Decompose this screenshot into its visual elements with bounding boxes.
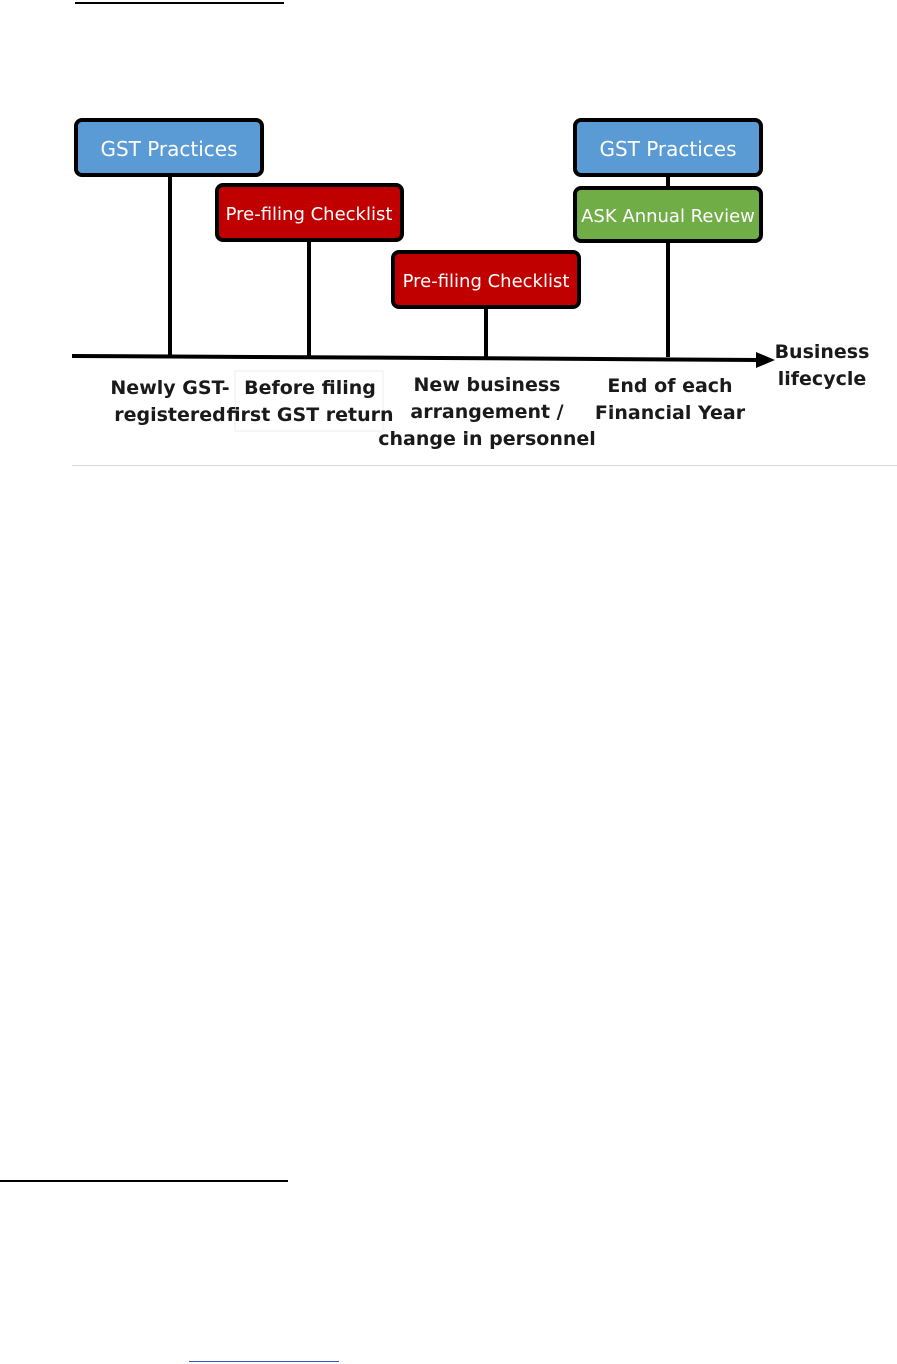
header-rule: [75, 2, 284, 4]
axis-label-line-2: lifecycle: [778, 368, 867, 390]
ask-annual-review-box-label: ASK Annual Review: [581, 206, 755, 227]
pre-filing-checklist-box-2: Pre-filing Checklist: [391, 250, 581, 309]
gst-practices-box-2-label: GST Practices: [599, 137, 736, 161]
gst-practices-box-1-label: GST Practices: [100, 137, 237, 161]
milestone-2-frame: [234, 370, 384, 432]
milestone-1-line-2: registered: [114, 404, 226, 426]
milestone-end-of-year: End of each Financial Year: [595, 375, 746, 424]
ask-annual-review-box: ASK Annual Review: [573, 186, 763, 243]
gst-practices-box-1: GST Practices: [74, 118, 264, 177]
milestone-new-arrangement: New business arrangement / change in per…: [378, 374, 596, 450]
milestone-3-line-2: arrangement /: [410, 401, 563, 423]
milestone-3-line-3: change in personnel: [378, 428, 596, 450]
milestone-4-line-2: Financial Year: [595, 402, 746, 424]
timeline-arrowhead: [756, 352, 775, 368]
pre-filing-checklist-box-2-label: Pre-filing Checklist: [403, 271, 570, 292]
timeline-axis: [71, 354, 759, 362]
milestone-4-line-1: End of each: [607, 375, 732, 397]
milestone-3-line-1: New business: [414, 374, 561, 396]
footnote-rule: [0, 1180, 288, 1182]
axis-label-line-1: Business: [775, 341, 870, 363]
milestone-before-first-return: Before filing first GST return: [226, 377, 393, 426]
milestone-newly-registered: Newly GST- registered: [110, 377, 229, 426]
milestone-2-line-1: Before filing: [244, 377, 376, 399]
diagram-divider: [72, 465, 897, 466]
milestone-1-line-1: Newly GST-: [110, 377, 229, 399]
business-lifecycle-timeline: GST Practices Pre-filing Checklist Pre-f…: [71, 118, 870, 450]
axis-label-business-lifecycle: Business lifecycle: [775, 341, 870, 390]
footnote-link-underline[interactable]: [189, 1361, 339, 1362]
gst-practices-box-2: GST Practices: [573, 118, 763, 177]
milestone-2-line-2: first GST return: [226, 404, 393, 426]
pre-filing-checklist-box-1-label: Pre-filing Checklist: [226, 204, 393, 225]
pre-filing-checklist-box-1: Pre-filing Checklist: [215, 183, 404, 242]
